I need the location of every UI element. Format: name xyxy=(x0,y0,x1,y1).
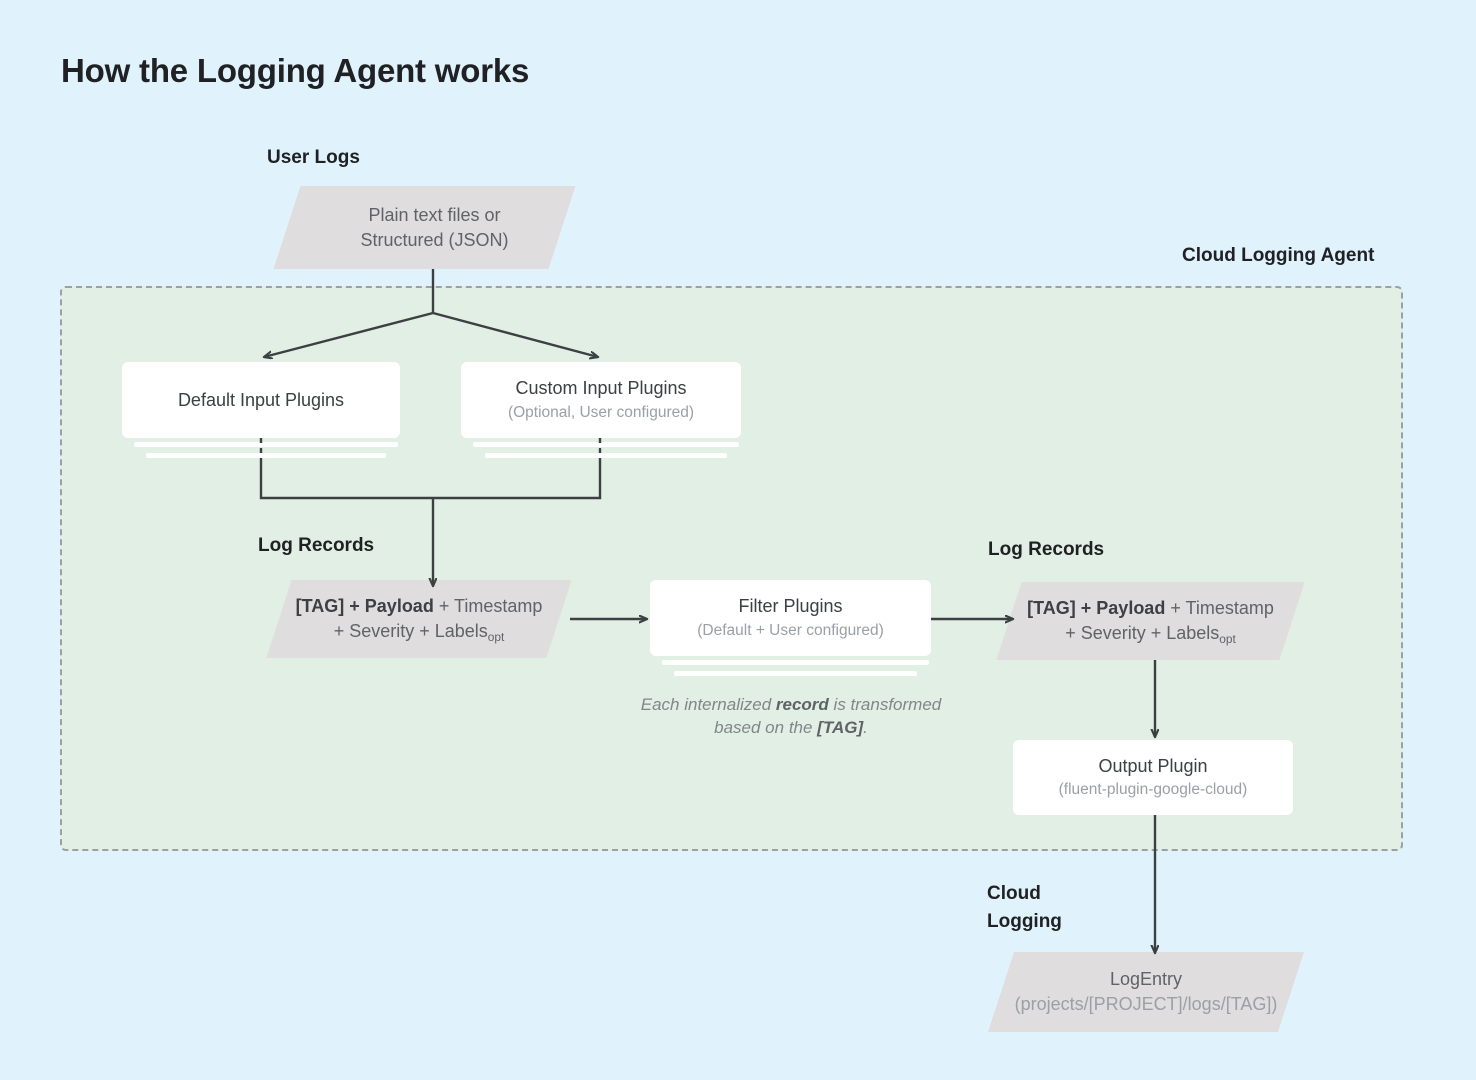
default-input-plugins-stack-bar-1 xyxy=(134,442,398,447)
user-logs-line-1: Plain text files or xyxy=(368,204,501,225)
log-record-right-line2-prefix: + Severity + Labels xyxy=(1065,623,1220,643)
caption-part-3: . xyxy=(863,718,868,738)
label-log-records-right: Log Records xyxy=(988,539,1105,560)
node-custom-input-plugins[interactable]: Custom Input Plugins (Optional, User con… xyxy=(461,362,741,438)
page-title: How the Logging Agent works xyxy=(61,52,530,89)
caption-bold-record: record xyxy=(775,695,829,714)
cloud-logging-line-2: Logging xyxy=(987,910,1062,932)
log-record-right-bold: [TAG] + Payload xyxy=(1027,598,1166,619)
log-record-left-text: [TAG] + Payload + Timestamp + Severity +… xyxy=(258,580,580,658)
filter-plugins-subtitle: (Default + User configured) xyxy=(697,621,884,639)
caption-part-2: is transformed based on the xyxy=(714,695,942,738)
log-record-right-rest: + Timestamp xyxy=(1165,598,1274,619)
log-entry-text: LogEntry (projects/[PROJECT]/logs/[TAG]) xyxy=(980,952,1312,1032)
caption-part-1: Each internalized xyxy=(640,695,776,714)
node-output-plugin[interactable]: Output Plugin (fluent-plugin-google-clou… xyxy=(1013,740,1293,815)
node-filter-plugins[interactable]: Filter Plugins (Default + User configure… xyxy=(650,580,931,656)
custom-input-plugins-subtitle: (Optional, User configured) xyxy=(507,403,695,421)
log-record-left-rest: + Timestamp xyxy=(433,596,543,617)
cloud-logging-line-1: Cloud xyxy=(987,883,1041,904)
node-default-input-plugins[interactable]: Default Input Plugins xyxy=(122,362,400,438)
label-cloud-logging-agent: Cloud Logging Agent xyxy=(1182,245,1375,266)
log-record-left-line-2: + Severity + Labelsopt xyxy=(334,619,505,644)
label-user-logs: User Logs xyxy=(267,147,360,168)
filter-plugins-title: Filter Plugins xyxy=(738,596,843,617)
custom-input-plugins-stack-bar-2 xyxy=(485,453,727,458)
log-record-left-subscript: opt xyxy=(487,630,505,645)
log-record-right-text: [TAG] + Payload + Timestamp + Severity +… xyxy=(988,582,1313,660)
log-record-right-line-1: [TAG] + Payload + Timestamp xyxy=(1027,596,1274,621)
output-plugin-subtitle: (fluent-plugin-google-cloud) xyxy=(1058,781,1248,799)
log-record-right-line-2: + Severity + Labelsopt xyxy=(1065,621,1236,646)
filter-plugins-stack-bar-2 xyxy=(674,671,917,676)
default-input-plugins-stack-bar-2 xyxy=(146,453,386,458)
transform-caption: Each internalized record is transformed … xyxy=(620,693,962,740)
log-record-left-line-1: [TAG] + Payload + Timestamp xyxy=(296,594,543,619)
output-plugin-title: Output Plugin xyxy=(1098,755,1208,776)
log-record-left-bold: [TAG] + Payload xyxy=(295,596,434,617)
filter-plugins-stack-bar-1 xyxy=(662,660,929,665)
log-record-right-subscript: opt xyxy=(1219,632,1236,647)
log-entry-subtitle: (projects/[PROJECT]/logs/[TAG]) xyxy=(1014,994,1278,1014)
label-log-records-left: Log Records xyxy=(258,535,375,556)
caption-bold-tag: [TAG] xyxy=(817,718,864,738)
log-entry-title: LogEntry xyxy=(1109,969,1183,990)
user-logs-text: Plain text files or Structured (JSON) xyxy=(267,186,602,269)
custom-input-plugins-stack-bar-1 xyxy=(473,442,739,447)
default-input-plugins-title: Default Input Plugins xyxy=(177,389,345,410)
log-record-left-line2-prefix: + Severity + Labels xyxy=(333,621,488,641)
user-logs-line-2: Structured (JSON) xyxy=(360,229,509,250)
custom-input-plugins-title: Custom Input Plugins xyxy=(515,378,687,399)
